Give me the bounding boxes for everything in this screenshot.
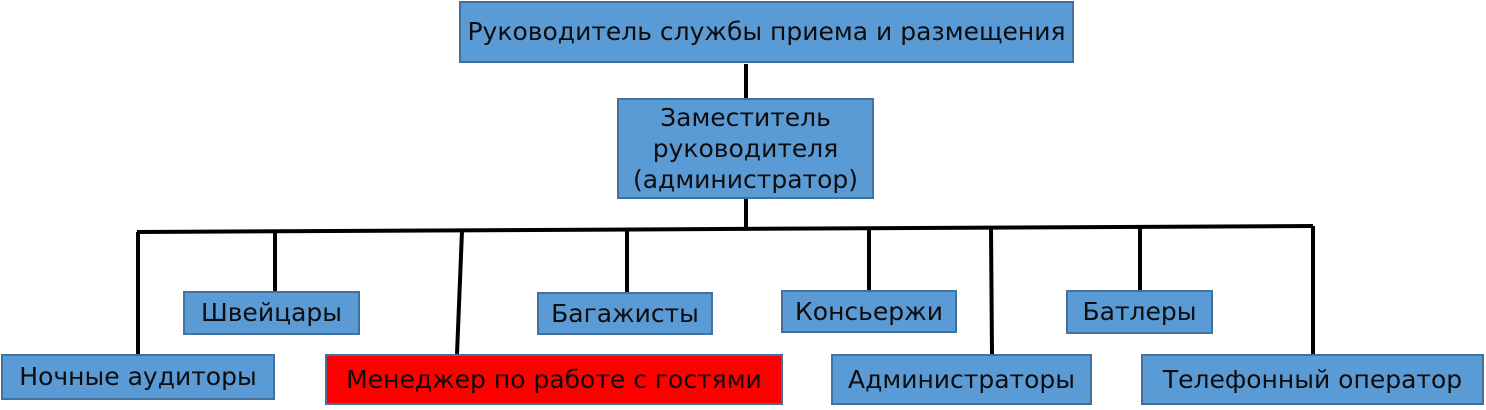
label-butlers: Батлеры bbox=[1082, 297, 1197, 327]
box-night-auditors: Ночные аудиторы bbox=[1, 354, 275, 400]
box-phone-operator: Телефонный оператор bbox=[1141, 354, 1484, 405]
box-administrators: Администраторы bbox=[831, 354, 1092, 405]
label-concierges: Консьержи bbox=[795, 296, 943, 326]
head-label: Руководитель службы приема и размещения bbox=[467, 17, 1066, 47]
deputy-box: Заместитель руководителя (администратор) bbox=[617, 98, 874, 199]
box-porters: Багажисты bbox=[537, 292, 713, 335]
box-guest-manager: Менеджер по работе с гостями bbox=[325, 354, 783, 405]
head-box: Руководитель службы приема и размещения bbox=[459, 1, 1074, 63]
label-porters: Багажисты bbox=[551, 298, 699, 328]
label-phone-operator: Телефонный оператор bbox=[1162, 364, 1463, 394]
box-doormen: Швейцары bbox=[183, 291, 360, 335]
connector-administrators bbox=[989, 227, 994, 355]
box-butlers: Батлеры bbox=[1066, 290, 1213, 334]
deputy-label: Заместитель руководителя (администратор) bbox=[632, 102, 859, 195]
box-concierges: Консьержи bbox=[781, 290, 957, 333]
label-guest-manager: Менеджер по работе с гостями bbox=[346, 364, 762, 394]
connector-guest-manager bbox=[455, 230, 464, 355]
connector-horizontal-bus bbox=[136, 224, 1314, 234]
label-doormen: Швейцары bbox=[200, 298, 343, 328]
label-administrators: Администраторы bbox=[847, 364, 1076, 394]
label-night-auditors: Ночные аудиторы bbox=[19, 362, 257, 392]
